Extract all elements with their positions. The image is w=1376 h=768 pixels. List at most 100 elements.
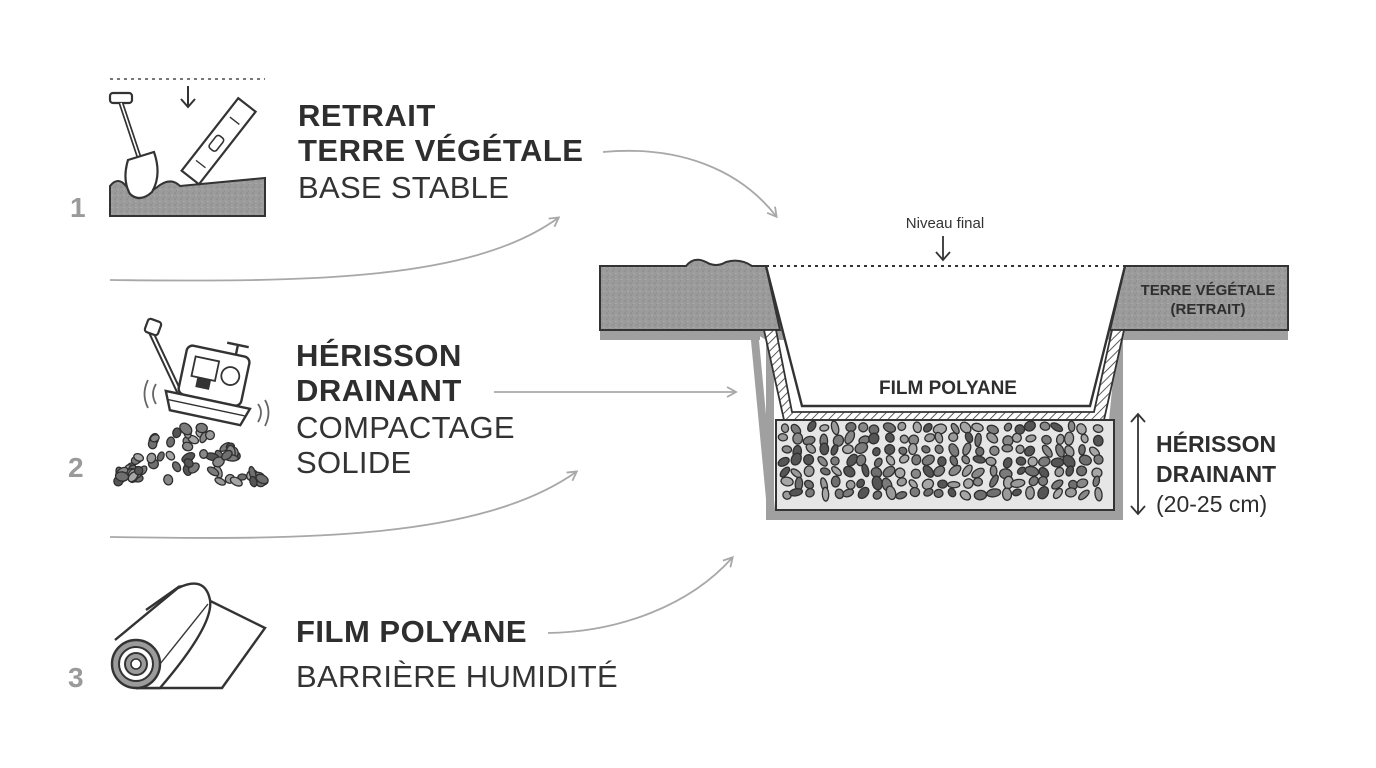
topsoil-label-line1: TERRE VÉGÉTALE [1140, 282, 1276, 299]
gravel-stone [165, 450, 176, 461]
gravel-stone [1011, 488, 1022, 497]
gravel-stone [146, 452, 157, 464]
gravel-stone [912, 421, 923, 434]
gravel-stone [1003, 422, 1013, 432]
gravel-stone [895, 491, 908, 500]
gravel-stone [819, 424, 830, 432]
gravel-stone [1041, 434, 1052, 445]
step-3-subtitle: BARRIÈRE HUMIDITÉ [296, 659, 619, 694]
gravel-stone [882, 422, 897, 433]
step-1-title-line1: RETRAIT [298, 98, 436, 133]
gravel-stone [911, 454, 922, 466]
gravel-stone [973, 489, 988, 501]
gravel-stone [858, 422, 869, 433]
gravel-stone [985, 456, 997, 467]
gravel-stone [206, 466, 220, 477]
gravel-stone [1039, 421, 1051, 431]
gravel-stone [1027, 456, 1038, 467]
gravel-stone [1015, 456, 1027, 466]
step-3-title: FILM POLYANE [296, 614, 528, 649]
gravel-stone [133, 453, 145, 462]
gravel-stone [1076, 465, 1088, 477]
gravel-stone [1063, 431, 1075, 446]
gravel-stone [972, 477, 984, 487]
gravel-stone [1080, 433, 1089, 444]
step-number-1: 1 [70, 192, 86, 223]
gravel-stone [1050, 422, 1064, 433]
gravel-stone [934, 431, 944, 444]
gravel-stone [908, 442, 918, 456]
flow-arrows [109, 149, 778, 634]
gravel-stone [255, 473, 269, 485]
gravel-stone [950, 422, 960, 435]
gravel-stone [819, 467, 831, 476]
step-3-text: FILM POLYANE BARRIÈRE HUMIDITÉ [296, 616, 618, 692]
gravel-stone [885, 485, 897, 501]
gravel-stone [1092, 434, 1104, 447]
gravel-stone [803, 479, 815, 490]
step-2-subtitle-line1: COMPACTAGE [296, 410, 515, 445]
gravel-stone [894, 467, 906, 479]
gravel-stone [909, 486, 921, 498]
step-2-title-line2: DRAINANT [296, 373, 462, 408]
gravel-stone [1094, 486, 1103, 502]
gravel-stone [831, 466, 842, 477]
gravel-stone [781, 445, 793, 454]
herisson-label-line2: DRAINANT [1156, 460, 1277, 487]
film-polyane-label: FILM POLYANE [879, 378, 1017, 399]
gravel-stone [959, 421, 972, 434]
gravel-stone [841, 444, 854, 455]
arrow-step3-to-section [547, 555, 734, 634]
gravel-stone [948, 464, 962, 477]
gravel-stone [214, 477, 227, 486]
gravel-stone [964, 431, 974, 444]
gravel-stone [1002, 457, 1013, 469]
gravel-stone [872, 490, 883, 500]
gravel-stone [1023, 420, 1036, 432]
step-2-text: HÉRISSON DRAINANT COMPACTAGE SOLIDE [296, 340, 515, 478]
gravel-stone [805, 487, 815, 498]
gravel-stone [777, 433, 789, 442]
step-1-subtitle: BASE STABLE [298, 170, 510, 205]
gravel-stone [1015, 444, 1025, 455]
gravel-stone [805, 443, 817, 454]
gravel-stone [937, 456, 947, 467]
gravel-stone [181, 441, 194, 452]
herisson-label: HÉRISSON DRAINANT (20-25 cm) [1156, 430, 1346, 520]
gravel-stone [868, 432, 880, 445]
gravel-stone [830, 420, 840, 436]
gravel-stone [1001, 444, 1014, 453]
gravel-stone [166, 436, 176, 448]
gravel-stone [882, 465, 896, 478]
step-1-title-line2: TERRE VÉGÉTALE [298, 133, 584, 168]
gravel-stone [934, 444, 944, 455]
gravel-stone [846, 453, 859, 467]
gravel-stone [1001, 487, 1013, 501]
gravel-stone [910, 468, 922, 479]
gravel-stone [183, 458, 194, 468]
gravel-stone [179, 422, 193, 436]
herisson-label-line1: HÉRISSON [1156, 431, 1277, 457]
gravel-stone [830, 456, 840, 466]
gravel-stone [1024, 445, 1036, 457]
gravel-stone [898, 454, 910, 464]
herisson-depth: (20-25 cm) [1156, 490, 1268, 517]
gravel-stone [948, 443, 960, 458]
gravel-stone [1065, 465, 1075, 477]
gravel-stone [921, 454, 935, 466]
gravel-stone [898, 446, 908, 456]
cross-section [599, 236, 1289, 520]
gravel-stone [933, 465, 946, 477]
gravel-stone [845, 479, 856, 490]
gravel-stone [1052, 487, 1063, 500]
gravel-stone [1025, 434, 1037, 443]
gravel-stone [830, 444, 839, 456]
plate-compactor-icon [113, 317, 270, 488]
gravel-stone [844, 430, 856, 445]
gravel-stone [989, 445, 1000, 456]
gravel-stone [1010, 478, 1026, 489]
gravel-stone [924, 433, 936, 443]
step-number-3: 3 [68, 662, 84, 693]
gravel-stone [855, 454, 867, 467]
gravel-stone [974, 432, 982, 448]
